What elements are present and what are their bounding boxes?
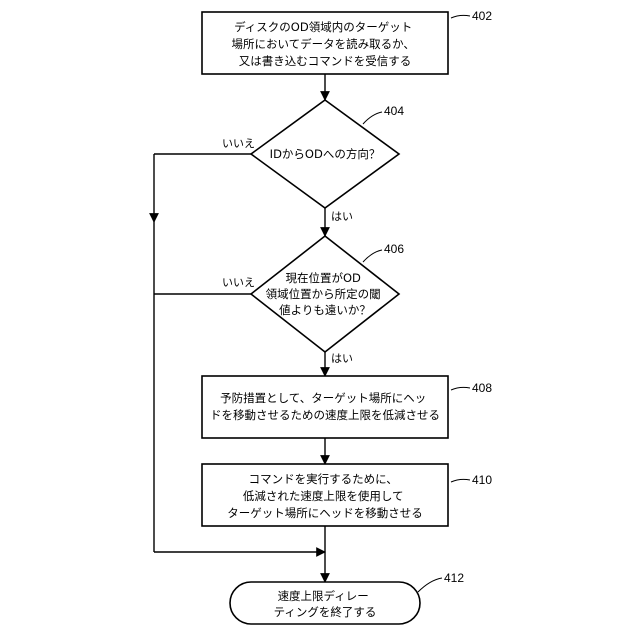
terminal-412: 速度上限ディレー ティングを終了する	[230, 582, 420, 624]
decision-404-text: IDからODへの方向？	[270, 147, 381, 161]
decision-404-yes-label: はい	[331, 210, 353, 223]
ref-404-leader	[363, 112, 382, 124]
step-402: ディスクのOD領域内のターゲット 場所においてデータを読み取るか、 又は書き込む…	[202, 12, 448, 74]
ref-412-leader	[418, 578, 442, 592]
ref-402-leader	[451, 15, 470, 18]
ref-412: 412	[444, 571, 464, 585]
step-410: コマンドを実行するために、 低減された速度上限を使用して ターゲット場所にヘッド…	[202, 464, 448, 526]
ref-408: 408	[472, 381, 492, 395]
ref-406: 406	[384, 242, 404, 256]
ref-406-leader	[363, 250, 382, 262]
ref-404: 404	[384, 104, 404, 118]
decision-404-no-label: いいえ	[222, 137, 255, 150]
decision-406-yes-label: はい	[331, 352, 353, 365]
ref-402: 402	[472, 9, 492, 23]
step-410-text: コマンドを実行するために、 低減された速度上限を使用して ターゲット場所にヘッド…	[227, 472, 423, 520]
decision-406: 現在位置がOD 領域位置から所定の閾 値よりも遠いか？	[251, 236, 399, 352]
ref-410-leader	[451, 479, 470, 482]
decision-404: IDからODへの方向？	[251, 100, 399, 208]
decision-406-no-label: いいえ	[222, 276, 255, 289]
ref-408-leader	[451, 387, 470, 390]
step-402-text: ディスクのOD領域内のターゲット 場所においてデータを読み取るか、 又は書き込む…	[231, 20, 418, 68]
step-408-box	[202, 376, 448, 438]
ref-410: 410	[472, 473, 492, 487]
step-408: 予防措置として、ターゲット場所にヘッ ドを移動させるための速度上限を低減させる	[202, 376, 448, 438]
